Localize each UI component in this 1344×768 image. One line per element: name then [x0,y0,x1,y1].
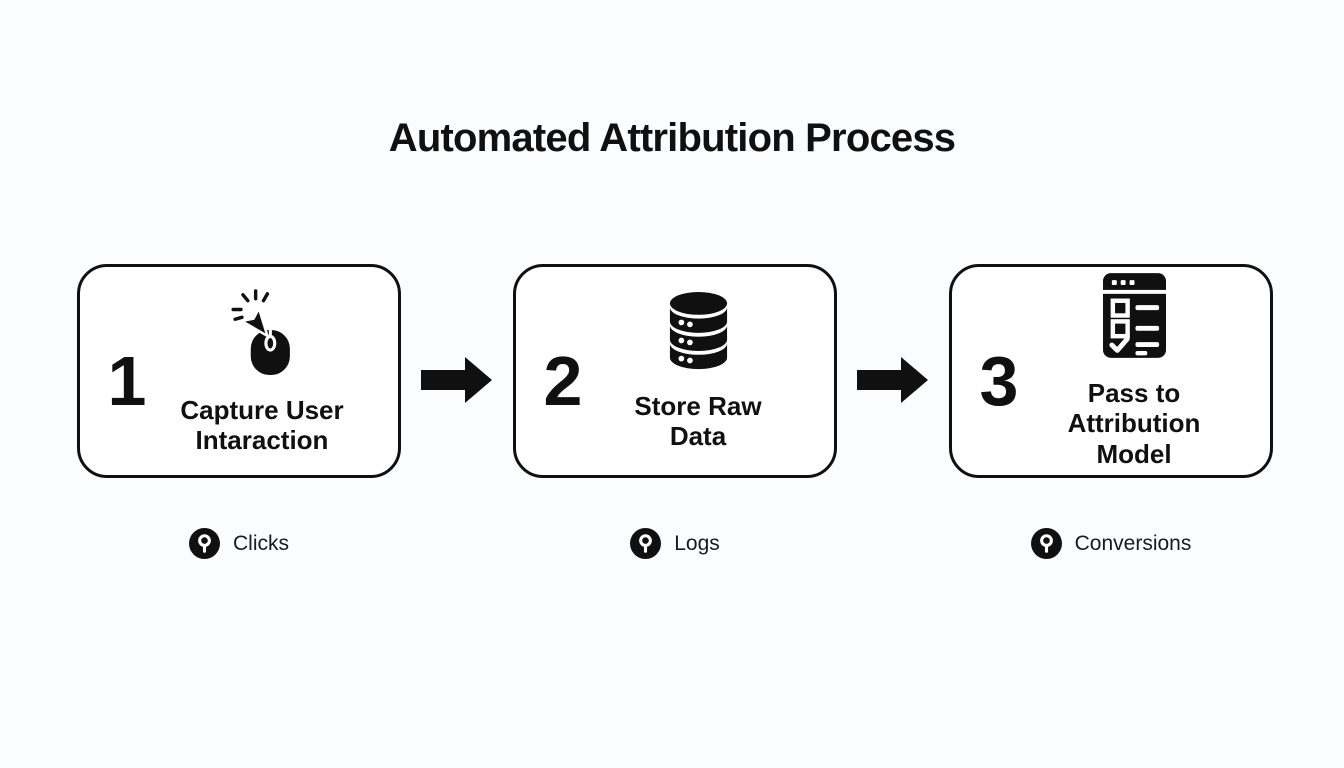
arrow-right-icon [857,357,928,403]
step-card-3: 3 [949,264,1273,478]
tag-label: Clicks [233,531,289,555]
step-content: Pass to Attribution Model [1032,267,1270,475]
tag-label: Logs [674,531,720,555]
step-number: 1 [107,342,147,420]
tag-label: Conversions [1074,531,1192,555]
spacer [401,528,513,559]
step-label: Store Raw Data [634,390,762,451]
step-number: 2 [543,342,583,420]
database-icon [669,291,727,369]
step-card-2: 2 Store Raw Data [513,264,837,478]
tags-row: Clicks Logs Conversions [77,528,1273,559]
tag-conversions: Conversions [949,528,1273,559]
step-card-1: 1 Capture User Intaraction [77,264,401,478]
tag-logs: Logs [513,528,837,559]
connector [837,264,949,478]
tag-clicks: Clicks [77,528,401,559]
step-content: Capture User Intaraction [160,267,398,475]
checklist-icon [1102,273,1166,359]
process-flow: 1 Capture User Intaraction [77,264,1273,478]
step-label: Pass to Attribution Model [1067,378,1201,469]
pin-icon [189,528,220,559]
spacer [837,528,949,559]
step-content: Store Raw Data [596,267,834,475]
page-title: Automated Attribution Process [388,116,956,160]
mouse-click-icon [230,289,290,375]
step-label: Capture User Intaraction [180,394,344,455]
arrow-right-icon [421,357,492,403]
pin-icon [1030,528,1062,559]
connector [401,264,513,478]
pin-icon [630,528,662,559]
step-number: 3 [979,342,1019,420]
